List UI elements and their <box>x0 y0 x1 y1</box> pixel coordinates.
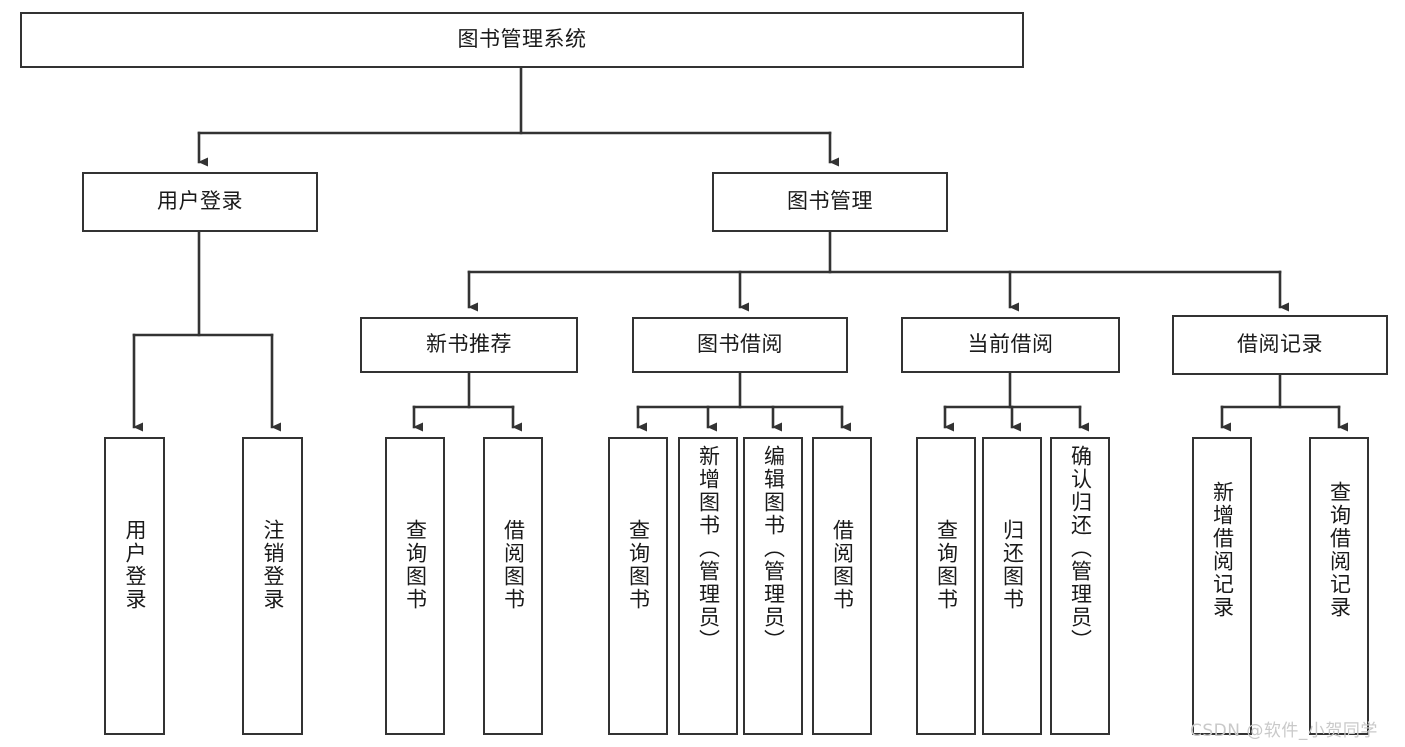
node-label: 查询借阅记录 <box>1327 481 1352 619</box>
node-label: 确认归还（管理员） <box>1068 445 1093 652</box>
leaf-current-borrow-query-book[interactable]: 查询图书 <box>916 437 976 735</box>
node-label: 查询图书 <box>626 519 651 611</box>
node-borrow-record[interactable]: 借阅记录 <box>1172 315 1388 375</box>
leaf-book-borrow-add-book-admin[interactable]: 新增图书（管理员） <box>678 437 738 735</box>
node-label: 新书推荐 <box>426 332 512 357</box>
node-label: 借阅图书 <box>830 519 855 611</box>
leaf-new-book-borrow-book[interactable]: 借阅图书 <box>483 437 543 735</box>
node-label: 用户登录 <box>123 519 147 611</box>
node-label: 查询图书 <box>934 519 959 611</box>
csdn-watermark: CSDN @软件_小贺同学 <box>1190 721 1378 741</box>
node-user-login[interactable]: 用户登录 <box>82 172 318 232</box>
node-label: 新增借阅记录 <box>1210 481 1235 619</box>
leaf-book-borrow-borrow-book[interactable]: 借阅图书 <box>812 437 872 735</box>
leaf-book-borrow-edit-book-admin[interactable]: 编辑图书（管理员） <box>743 437 803 735</box>
node-label: 图书管理 <box>787 189 873 214</box>
node-label: 新增图书（管理员） <box>696 445 721 652</box>
node-label: 图书借阅 <box>697 332 783 357</box>
leaf-user-login-logout[interactable]: 注销登录 <box>242 437 303 735</box>
leaf-current-borrow-return-book[interactable]: 归还图书 <box>982 437 1042 735</box>
node-label: 图书管理系统 <box>457 27 587 52</box>
leaf-book-borrow-query-book[interactable]: 查询图书 <box>608 437 668 735</box>
leaf-borrow-record-add-record[interactable]: 新增借阅记录 <box>1192 437 1252 735</box>
node-current-borrow[interactable]: 当前借阅 <box>901 317 1120 373</box>
node-label: 编辑图书（管理员） <box>761 445 786 652</box>
node-label: 注销登录 <box>261 519 285 611</box>
leaf-new-book-query-book[interactable]: 查询图书 <box>385 437 445 735</box>
node-label: 借阅记录 <box>1237 332 1323 357</box>
node-book-management[interactable]: 图书管理 <box>712 172 948 232</box>
node-label: 借阅图书 <box>501 519 526 611</box>
node-label: 当前借阅 <box>967 332 1054 357</box>
node-new-book-recommend[interactable]: 新书推荐 <box>360 317 578 373</box>
node-root-book-management-system[interactable]: 图书管理系统 <box>20 12 1024 68</box>
node-book-borrow[interactable]: 图书借阅 <box>632 317 848 373</box>
node-label: 用户登录 <box>157 189 243 214</box>
leaf-user-login-do-login[interactable]: 用户登录 <box>104 437 165 735</box>
node-label: 查询图书 <box>403 519 428 611</box>
node-label: 归还图书 <box>1000 519 1025 611</box>
leaf-current-borrow-confirm-return-admin[interactable]: 确认归还（管理员） <box>1050 437 1110 735</box>
leaf-borrow-record-query-record[interactable]: 查询借阅记录 <box>1309 437 1369 735</box>
